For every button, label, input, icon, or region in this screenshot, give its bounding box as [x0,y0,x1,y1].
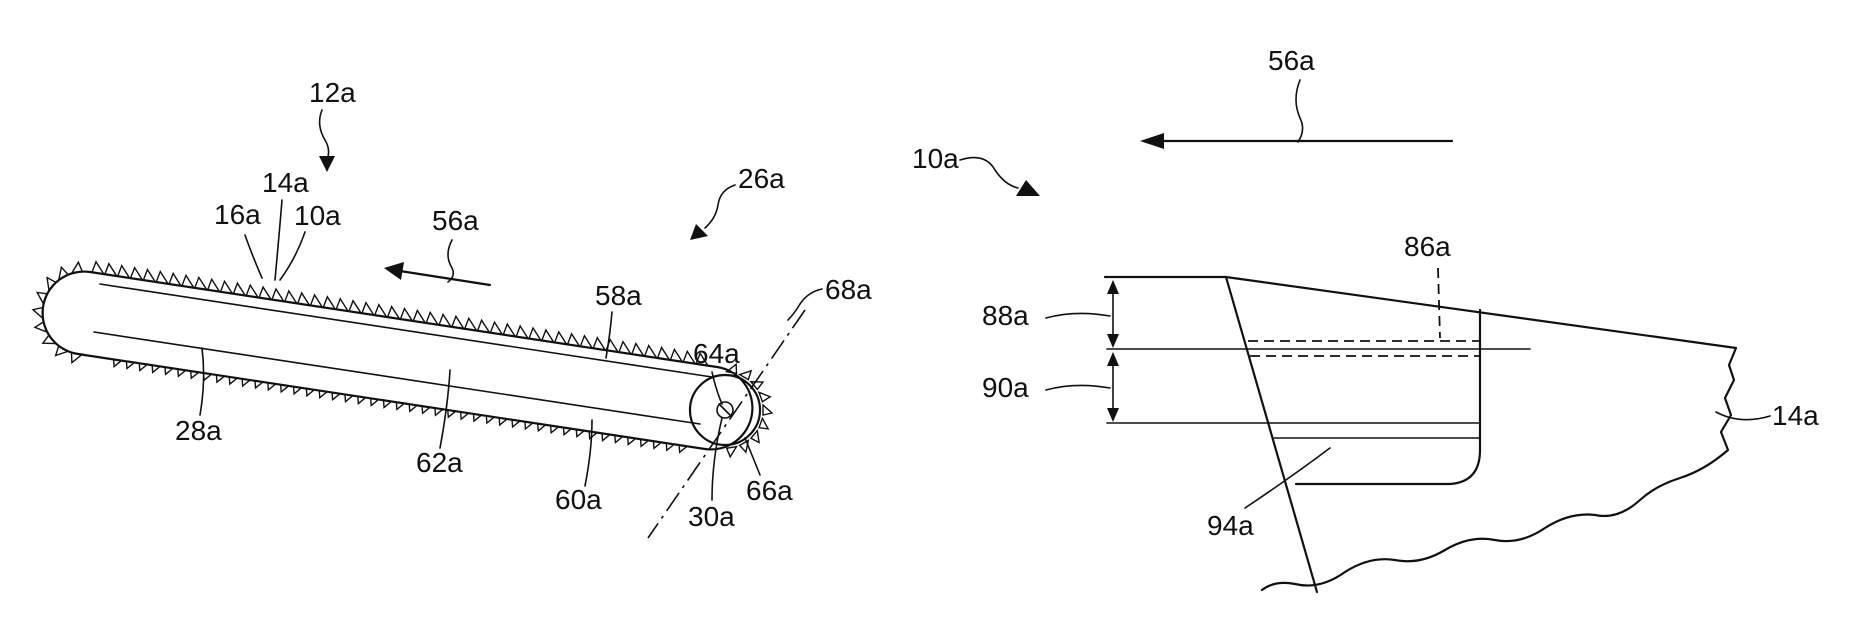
leader-28a [200,348,204,415]
leader-88a [1046,313,1110,318]
leader-14a-right [1716,412,1770,420]
direction-arrow-left [400,271,490,285]
label-64a: 64a [693,338,740,369]
leader-10a-right [960,158,1018,188]
nose-teeth [33,262,82,362]
label-66a: 66a [746,475,793,506]
label-58a: 58a [595,280,642,311]
arrowhead-26a [690,224,708,240]
leader-66a [745,438,760,475]
tooth-outline [1105,277,1736,590]
label-26a: 26a [738,163,785,194]
leader-10a [280,232,305,280]
leader-16a [245,235,262,278]
label-56a-right: 56a [1268,45,1315,76]
dim-90a-arrow-top [1107,352,1119,366]
label-14a: 14a [262,167,309,198]
label-88a: 88a [982,300,1029,331]
saw-tooth [763,405,772,415]
leader-12a [320,110,329,160]
leader-86a [1438,268,1440,338]
label-10a-right: 10a [912,143,959,174]
saw-tooth [759,418,768,429]
label-14a-right: 14a [1772,400,1819,431]
hub-mark [719,404,731,416]
leader-56a-right [1296,80,1303,142]
label-30a: 30a [688,501,735,532]
label-28a: 28a [175,415,222,446]
label-56a-left: 56a [432,205,479,236]
label-68a: 68a [825,274,872,305]
saw-tooth [727,447,737,457]
label-12a: 12a [309,77,356,108]
saw-tooth [759,392,770,401]
label-90a: 90a [982,372,1029,403]
pocket-outline [1296,310,1480,484]
leader-94a [1245,448,1330,508]
label-16a: 16a [214,199,261,230]
dim-88a-arrow-top [1107,280,1119,294]
leader-30a [712,418,722,500]
leader-68a [788,289,822,320]
label-86a: 86a [1404,231,1451,262]
direction-arrowhead-right [1140,133,1164,149]
leader-14a [275,200,282,280]
leader-56a-left [448,240,453,282]
leader-90a [1046,385,1110,390]
left-figure: 12a 26a 14a 16a 10a 56a 58a 64a 68a 28a … [33,77,872,538]
right-figure: 56a 10a 88a 90a 86a [912,45,1819,592]
leader-26a [705,185,735,228]
label-62a: 62a [416,447,463,478]
dim-88a-arrow-bottom [1107,334,1119,348]
arrowhead-10a-right [1016,180,1040,196]
label-94a: 94a [1207,510,1254,541]
guide-bar-outline [43,272,753,450]
dim-90a-arrow-bottom [1107,408,1119,422]
arrowhead-12a [319,156,335,172]
label-60a: 60a [555,484,602,515]
label-10a: 10a [294,200,341,231]
direction-arrowhead-left [384,262,404,280]
front-edge [1226,277,1317,592]
